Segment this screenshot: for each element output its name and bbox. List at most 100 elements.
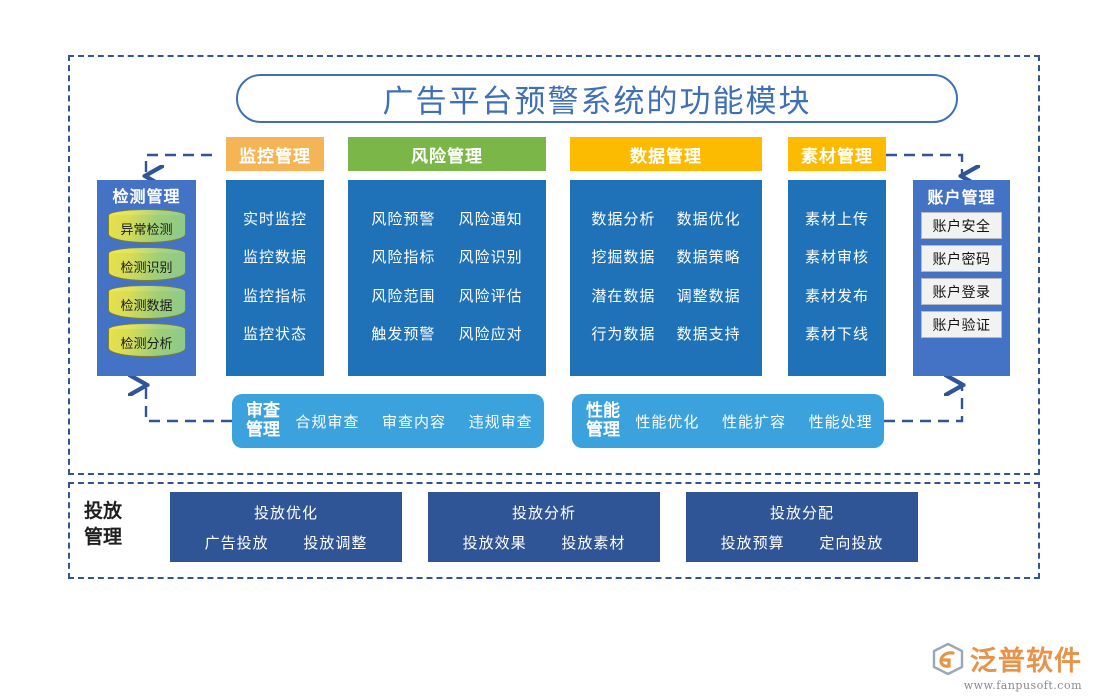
delivery-box-analysis: 投放分析 投放效果 投放素材	[428, 492, 660, 562]
list-item[interactable]: 广告投放	[204, 534, 269, 552]
list-item[interactable]: 监控指标	[242, 287, 307, 305]
list-item[interactable]: 风险通知	[458, 210, 523, 228]
list-item[interactable]: 素材发布	[804, 287, 869, 305]
detection-node[interactable]: 检测识别	[107, 247, 186, 283]
list-item[interactable]: 定向投放	[819, 534, 884, 552]
list-item[interactable]: 风险评估	[458, 287, 523, 305]
list-item[interactable]: 潜在数据	[591, 287, 656, 305]
link-monitor-to-detection	[146, 153, 212, 176]
table-row: 行为数据 数据支持	[570, 323, 762, 344]
column-body-material: 素材上传 素材审核 素材发布 素材下线	[788, 180, 886, 376]
list-item[interactable]: 投放素材	[561, 534, 626, 552]
column-body-risk: 风险预警 风险通知 风险指标 风险识别 风险范围 风险评估 触发预警 风险应对	[348, 180, 546, 376]
link-material-to-account	[886, 153, 962, 176]
delivery-title-line1: 投放	[84, 500, 123, 522]
account-button-login[interactable]: 账户登录	[921, 278, 1002, 305]
list-item[interactable]: 投放预算	[720, 534, 785, 552]
table-row: 素材发布	[788, 285, 886, 306]
bottom-dashed-container	[68, 482, 1040, 579]
list-item[interactable]: 数据优化	[676, 210, 741, 228]
list-item[interactable]: 素材下线	[804, 326, 869, 344]
review-title-line1: 审查	[246, 401, 280, 421]
list-item[interactable]: 风险预警	[371, 210, 436, 228]
delivery-box-head: 投放分配	[769, 504, 834, 522]
list-item[interactable]: 投放效果	[462, 534, 527, 552]
list-item[interactable]: 风险指标	[371, 249, 436, 267]
list-item[interactable]: 数据策略	[676, 249, 741, 267]
detection-node-label: 检测识别	[120, 260, 173, 275]
list-item[interactable]: 数据支持	[676, 326, 741, 344]
list-item[interactable]: 数据分析	[591, 210, 656, 228]
table-row: 素材上传	[788, 208, 886, 229]
list-item[interactable]: 合规审查	[295, 413, 360, 431]
account-button-security[interactable]: 账户安全	[921, 212, 1002, 239]
list-item[interactable]: 行为数据	[591, 326, 656, 344]
delivery-management-title: 投放 管理	[84, 498, 154, 550]
link-performance-to-account	[884, 385, 962, 423]
account-title: 账户管理	[927, 188, 996, 207]
account-management-panel: 账户管理 账户安全 账户密码 账户登录 账户验证	[913, 180, 1010, 376]
table-row: 挖掘数据 数据策略	[570, 246, 762, 267]
table-row: 监控数据	[226, 246, 324, 267]
delivery-box-items: 投放预算 定向投放	[686, 532, 918, 553]
column-header-material[interactable]: 素材管理	[788, 137, 886, 171]
column-body-data: 数据分析 数据优化 挖掘数据 数据策略 潜在数据 调整数据 行为数据 数据支持	[570, 180, 762, 376]
column-header-data[interactable]: 数据管理	[570, 137, 762, 171]
list-item[interactable]: 实时监控	[242, 210, 307, 228]
link-review-to-detection	[146, 385, 232, 423]
list-item[interactable]: 监控数据	[242, 249, 307, 267]
list-item[interactable]: 调整数据	[676, 287, 741, 305]
logo-name: 泛普软件	[970, 646, 1082, 677]
table-row: 素材审核	[788, 246, 886, 267]
top-dashed-container	[68, 55, 1040, 475]
list-item[interactable]: 风险范围	[371, 287, 436, 305]
logo-row: 泛普软件	[931, 639, 1082, 678]
account-button-password[interactable]: 账户密码	[921, 245, 1002, 272]
account-button-verify[interactable]: 账户验证	[921, 311, 1002, 338]
table-row: 素材下线	[788, 323, 886, 344]
detection-management-panel: 检测管理 异常检测 检测识别 检测数据 检测分析	[97, 180, 196, 376]
delivery-box-head: 投放优化	[253, 504, 318, 522]
list-item[interactable]: 性能处理	[808, 413, 873, 431]
detection-node[interactable]: 检测数据	[107, 285, 186, 321]
review-management-title: 审查 管理	[242, 402, 284, 440]
detection-node[interactable]: 异常检测	[107, 209, 186, 245]
cylinder-body-icon	[107, 253, 186, 281]
list-item[interactable]: 风险应对	[458, 326, 523, 344]
detection-node-label: 检测分析	[120, 336, 173, 351]
list-item[interactable]: 监控状态	[242, 326, 307, 344]
column-header-monitor[interactable]: 监控管理	[226, 137, 324, 171]
list-item[interactable]: 性能扩容	[721, 413, 786, 431]
review-management-box: 审查 管理 合规审查 审查内容 违规审查	[232, 394, 544, 448]
performance-management-title: 性能 管理	[582, 402, 624, 440]
review-title-line2: 管理	[246, 420, 280, 440]
table-row: 风险预警 风险通知	[348, 208, 546, 229]
list-item[interactable]: 素材上传	[804, 210, 869, 228]
delivery-box-optimize: 投放优化 广告投放 投放调整	[170, 492, 402, 562]
delivery-box-items: 广告投放 投放调整	[170, 532, 402, 553]
delivery-box-items: 投放效果 投放素材	[428, 532, 660, 553]
column-header-risk[interactable]: 风险管理	[348, 137, 546, 171]
diagram-title-box: 广告平台预警系统的功能模块	[236, 74, 958, 123]
list-item[interactable]: 性能优化	[635, 413, 700, 431]
list-item[interactable]: 违规审查	[468, 413, 533, 431]
detection-node[interactable]: 检测分析	[107, 323, 186, 359]
list-item[interactable]: 素材审核	[804, 249, 869, 267]
delivery-box-allocation: 投放分配 投放预算 定向投放	[686, 492, 918, 562]
performance-title-line2: 管理	[586, 420, 620, 440]
list-item[interactable]: 审查内容	[381, 413, 446, 431]
table-row: 风险范围 风险评估	[348, 285, 546, 306]
table-row: 潜在数据 调整数据	[570, 285, 762, 306]
brand-logo: 泛普软件 www.fanpusoft.com	[931, 639, 1082, 692]
performance-title-line1: 性能	[586, 401, 620, 421]
fanpu-logo-icon	[931, 642, 965, 676]
list-item[interactable]: 触发预警	[371, 326, 436, 344]
list-item[interactable]: 风险识别	[458, 249, 523, 267]
list-item[interactable]: 挖掘数据	[591, 249, 656, 267]
review-items: 合规审查 审查内容 违规审查	[284, 411, 544, 432]
list-item[interactable]: 投放调整	[303, 534, 368, 552]
performance-items: 性能优化 性能扩容 性能处理	[624, 411, 884, 432]
column-body-monitor: 实时监控 监控数据 监控指标 监控状态	[226, 180, 324, 376]
delivery-box-head: 投放分析	[511, 504, 576, 522]
